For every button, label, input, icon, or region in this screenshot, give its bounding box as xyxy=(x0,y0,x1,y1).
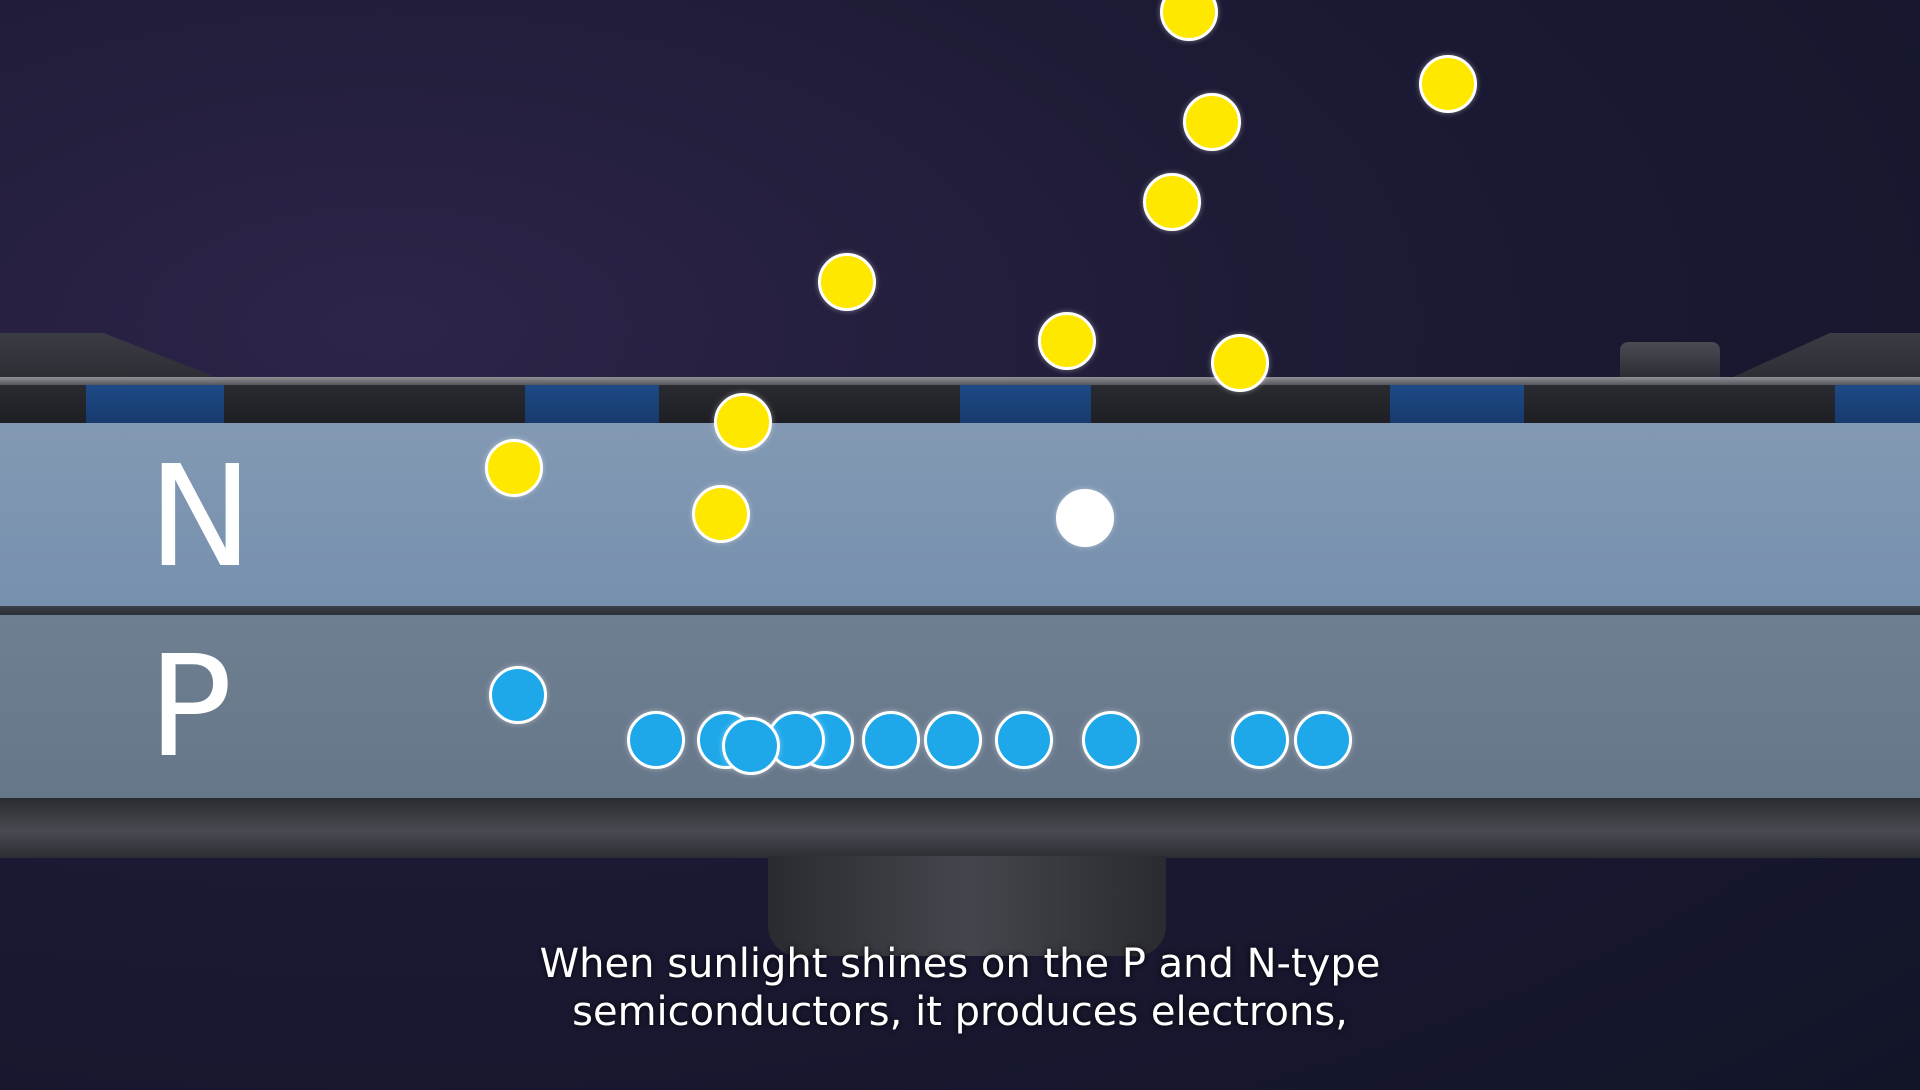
electrode-contact xyxy=(525,385,659,423)
subtitle-line-1: When sunlight shines on the P and N-type xyxy=(539,941,1381,987)
panel-frame-top xyxy=(0,377,1920,385)
subtitle-line-2: semiconductors, it produces electrons, xyxy=(572,989,1348,1035)
photon xyxy=(692,485,750,543)
p-type-layer xyxy=(0,615,1920,800)
hole xyxy=(924,711,982,769)
panel-stand xyxy=(768,856,1166,956)
hole xyxy=(627,711,685,769)
subtitle: When sunlight shines on the P and N-type… xyxy=(0,940,1920,1036)
electrode-contact xyxy=(86,385,224,423)
p-layer-label: P xyxy=(148,626,233,789)
hole xyxy=(1082,711,1140,769)
photon xyxy=(485,439,543,497)
n-type-layer xyxy=(0,423,1920,608)
pn-junction xyxy=(0,606,1920,616)
hole xyxy=(722,717,780,775)
hole xyxy=(1294,711,1352,769)
photon xyxy=(818,253,876,311)
electrode-contact xyxy=(1390,385,1524,423)
photon xyxy=(1183,93,1241,151)
panel-frame-right-bevel xyxy=(1720,333,1920,383)
hole xyxy=(1231,711,1289,769)
hole xyxy=(489,666,547,724)
photon xyxy=(1038,312,1096,370)
electrode-contact xyxy=(1835,385,1920,423)
photon xyxy=(1419,55,1477,113)
photon xyxy=(714,393,772,451)
panel-mount-knob xyxy=(1620,342,1720,380)
hole xyxy=(862,711,920,769)
n-layer-label: N xyxy=(148,436,253,599)
electrode-contact xyxy=(960,385,1091,423)
photon xyxy=(1143,173,1201,231)
electron xyxy=(1056,489,1114,547)
panel-frame-left-bevel xyxy=(0,333,230,383)
hole xyxy=(995,711,1053,769)
photon xyxy=(1160,0,1218,41)
photon xyxy=(1211,334,1269,392)
panel-frame-bottom xyxy=(0,798,1920,858)
